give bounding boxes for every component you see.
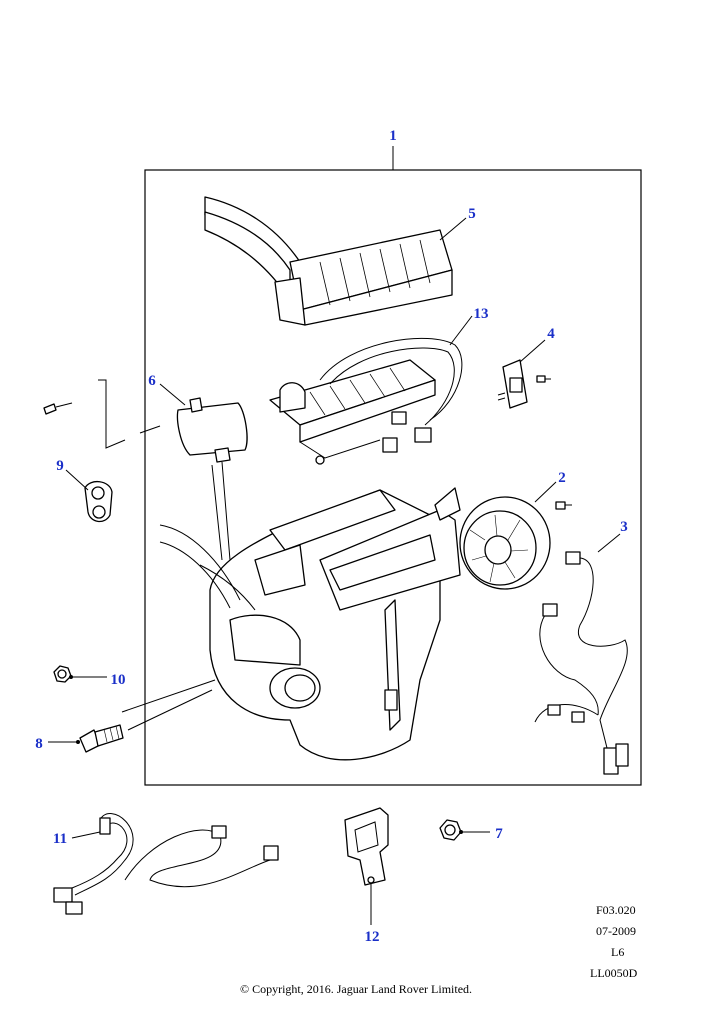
- callout-13[interactable]: 13: [474, 306, 489, 322]
- copyright-text: © Copyright, 2016. Jaguar Land Rover Lim…: [239, 982, 473, 996]
- callout-1[interactable]: 1: [389, 128, 397, 144]
- blower-resistor: [497, 339, 551, 409]
- heater-housing: [121, 489, 461, 761]
- wiring-harness: [53, 813, 279, 915]
- heater-core: [204, 196, 467, 326]
- bolt: [48, 724, 124, 753]
- callout-6[interactable]: 6: [148, 373, 156, 389]
- nut-small: [53, 665, 107, 683]
- callout-2[interactable]: 2: [558, 470, 566, 486]
- figure-code: F03.020: [596, 903, 636, 917]
- heater-element-harness: [269, 315, 473, 465]
- figure-date: 07-2009: [596, 924, 636, 938]
- callout-11[interactable]: 11: [53, 831, 67, 847]
- callout-7[interactable]: 7: [495, 826, 503, 842]
- blower-harness: [534, 533, 629, 775]
- callout-12[interactable]: 12: [365, 929, 380, 945]
- engine-code: L6: [611, 945, 625, 959]
- callout-4[interactable]: 4: [547, 326, 555, 342]
- callout-3[interactable]: 3: [620, 519, 628, 535]
- drawing-ref: LL0050D: [590, 966, 638, 980]
- bracket: [344, 807, 389, 925]
- callout-9[interactable]: 9: [56, 458, 64, 474]
- blower-motor: [434, 481, 572, 590]
- grommet: [65, 469, 113, 523]
- nut-large: [439, 819, 490, 841]
- callout-10[interactable]: 10: [111, 672, 126, 688]
- sensor-cover: [43, 379, 248, 561]
- callout-8[interactable]: 8: [35, 736, 43, 752]
- callout-5[interactable]: 5: [468, 206, 476, 222]
